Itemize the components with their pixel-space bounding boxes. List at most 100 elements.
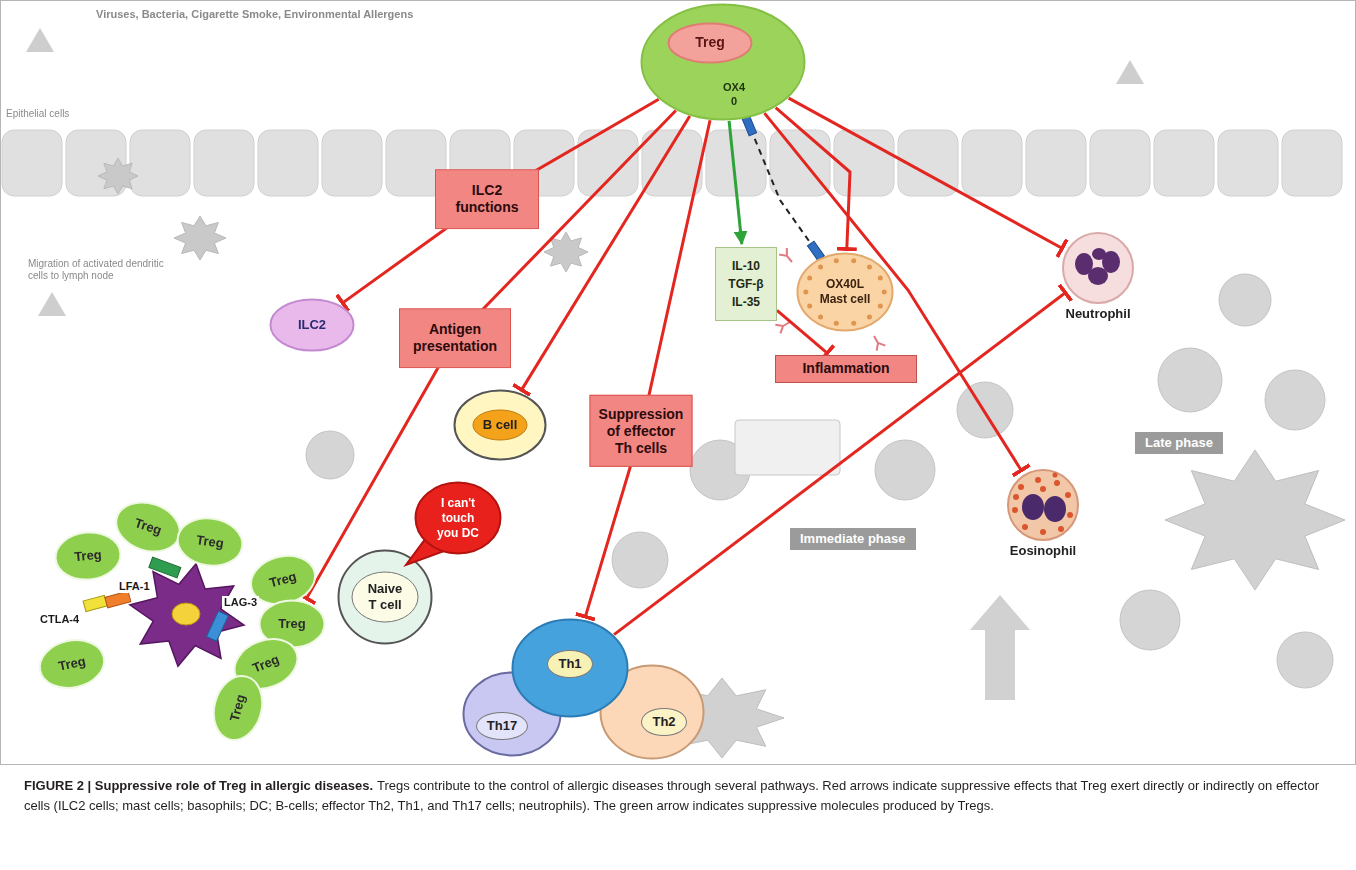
free-label: Viruses, Bacteria, Cigarette Smoke, Envi…	[96, 8, 413, 21]
epithelial-cell	[1026, 130, 1086, 196]
epithelial-cell	[1218, 130, 1278, 196]
node-label: Naive T cell	[363, 581, 407, 614]
node-label: I can't touch you DC	[431, 496, 485, 541]
node-label: Th2	[641, 708, 686, 736]
allergen-triangle	[1116, 60, 1144, 84]
node-text: Treg	[278, 616, 305, 632]
figure-caption: FIGURE 2 | Suppressive role of Treg in a…	[24, 776, 1332, 815]
lag3-molecule	[207, 611, 229, 641]
free-label: Migration of activated dendritic cells t…	[28, 258, 178, 282]
free-label: Late phase	[1135, 432, 1223, 454]
neutrophil-image	[1063, 233, 1133, 303]
node-text: Naive T cell	[363, 581, 407, 614]
naive-t-cell-body	[339, 551, 432, 644]
node-label: Neutrophil	[1066, 306, 1131, 322]
cytokine-box: IL-10 TGF-β IL-35	[715, 247, 777, 321]
node-text: OX40L	[812, 277, 878, 292]
node-text: Mast cell	[812, 292, 878, 307]
suppression-line	[789, 98, 1062, 248]
faded-cell	[612, 532, 668, 588]
eosinophil-lobe	[1044, 496, 1066, 522]
b-cell-nucleus	[473, 410, 527, 440]
ligand-binding-line	[746, 119, 820, 258]
node-text: Eosinophil	[1010, 543, 1076, 559]
node-text: Treg	[74, 547, 103, 566]
granule	[1067, 512, 1073, 518]
faded-cell	[1158, 348, 1222, 412]
neutrophil-cell: Neutrophil	[1048, 228, 1148, 327]
inflammation-box: Inflammation	[775, 355, 917, 383]
treg-cell: OX4 0 Treg	[640, 3, 806, 121]
node-text: ILC2	[298, 317, 326, 333]
mast-granule	[882, 290, 887, 295]
epithelial-cell	[130, 130, 190, 196]
node-label: ILC2	[298, 317, 326, 333]
faded-cell	[1277, 632, 1333, 688]
naive-t-cell: Naive T cell	[337, 549, 433, 645]
epithelial-cell	[642, 130, 702, 196]
treg-cell-body	[110, 495, 186, 560]
edge-label-box: ILC2 functions	[435, 169, 539, 229]
treg-cell: Treg	[34, 632, 111, 695]
free-label: CTLA-4	[38, 613, 81, 626]
epithelial-cell	[1154, 130, 1214, 196]
free-label: LAG-3	[222, 596, 259, 609]
th1-cell-body	[513, 620, 628, 717]
edge-label-box: Antigen presentation	[399, 308, 511, 368]
treg-cell-body	[207, 671, 269, 746]
epithelial-cell	[258, 130, 318, 196]
node-label: OX4 0	[720, 81, 748, 109]
antibody-symbol	[779, 248, 796, 265]
b-cell: B cell	[453, 389, 547, 461]
granule	[1035, 477, 1041, 483]
speech-bubble: I can't touch you DC	[414, 481, 502, 555]
node-label: Treg	[74, 547, 103, 566]
node-text: Th2	[641, 708, 686, 736]
epithelial-cell	[770, 130, 830, 196]
ctla4-ligand	[105, 591, 131, 608]
receptor-symbol	[742, 116, 756, 136]
granule	[1012, 507, 1018, 513]
eosinophil-cell: Eosinophil	[993, 465, 1093, 564]
b-cell-body	[455, 391, 546, 460]
free-label: Immediate phase	[790, 528, 916, 550]
node-text: IL-10 TGF-β IL-35	[721, 257, 771, 311]
asthma-star	[1165, 450, 1345, 590]
node-text: B cell	[483, 417, 518, 433]
suppression-line	[585, 120, 710, 616]
free-label: LFA-1	[117, 580, 152, 593]
node-label: IL-10 TGF-β IL-35	[721, 257, 771, 311]
node-label: Treg	[278, 616, 305, 632]
mast-granule	[867, 264, 872, 269]
granule	[1065, 492, 1071, 498]
node-label: B cell	[483, 417, 518, 433]
mast-granule	[834, 321, 839, 326]
node-text: Inflammation	[802, 360, 889, 378]
node-label: Th17	[476, 712, 528, 740]
mast-granule	[867, 315, 872, 320]
node-label: Eosinophil	[1010, 543, 1076, 559]
granule	[1018, 484, 1024, 490]
granule	[1058, 526, 1064, 532]
granule	[1040, 486, 1046, 492]
mast-granule	[878, 276, 883, 281]
node-text: OX4 0	[720, 81, 748, 109]
epithelial-cell	[1090, 130, 1150, 196]
treg-cell: Treg	[52, 528, 124, 584]
granule	[1053, 473, 1058, 478]
suppression-line	[764, 113, 1021, 470]
treg-cell-body	[642, 5, 805, 120]
dendritic-cell	[98, 158, 138, 194]
node-label: OX40LMast cell	[812, 277, 878, 307]
node-text: Neutrophil	[1066, 306, 1131, 322]
treg-cell: Treg	[205, 669, 271, 748]
ctla4-molecule	[83, 595, 107, 611]
suppression-line	[307, 111, 676, 599]
speech-bubble-body	[416, 483, 501, 554]
node-label: Treg	[695, 34, 725, 52]
mast-granule	[807, 276, 812, 281]
epithelial-cell	[2, 130, 62, 196]
treg-cell-body	[35, 634, 108, 693]
treg-cell-body	[54, 530, 123, 582]
